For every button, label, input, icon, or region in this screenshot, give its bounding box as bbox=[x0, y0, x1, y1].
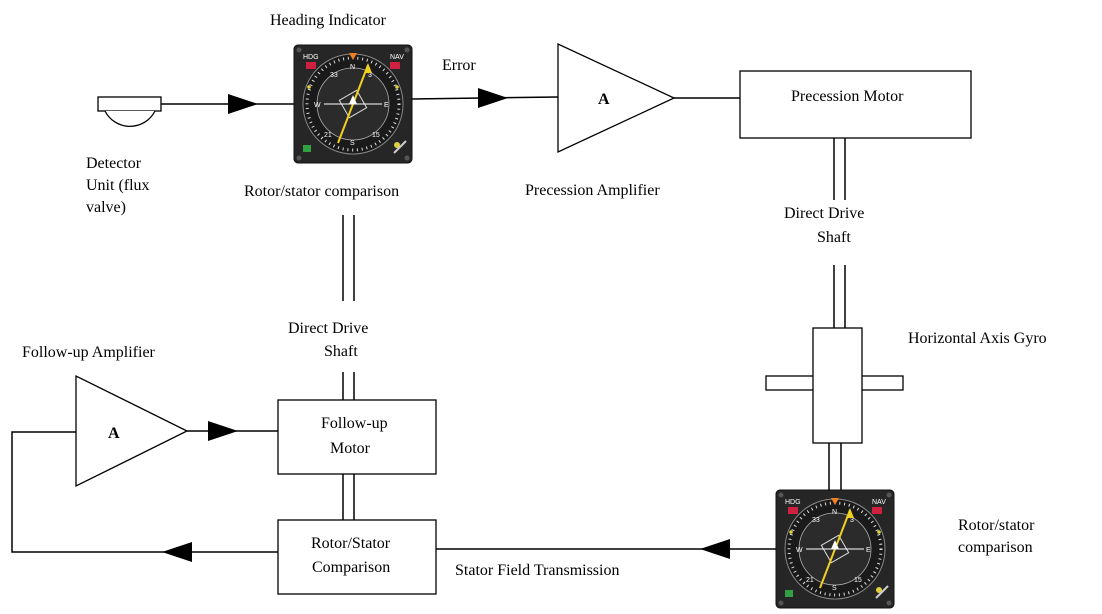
drive-shaft-mid-upper bbox=[342, 215, 355, 301]
connector-detector-to-heading bbox=[161, 94, 294, 114]
label-followup-amplifier: Follow-up Amplifier bbox=[22, 344, 156, 361]
drive-shaft-right-upper bbox=[833, 138, 846, 200]
label-drive-shaft-mid-1: Direct Drive bbox=[288, 320, 368, 337]
label-rotor-stator-box-1: Rotor/Stator bbox=[311, 535, 391, 552]
label-detector-2: Unit (flux bbox=[86, 177, 150, 194]
label-drive-shaft-right-2: Shaft bbox=[817, 229, 851, 246]
label-detector-3: valve) bbox=[86, 199, 126, 216]
label-followup-motor-1: Follow-up bbox=[321, 415, 388, 432]
drive-shaft-motor-to-comparison bbox=[342, 474, 355, 520]
label-stator-field-transmission: Stator Field Transmission bbox=[455, 562, 619, 579]
precession-motor-box bbox=[739, 70, 972, 139]
label-drive-shaft-right-1: Direct Drive bbox=[784, 205, 864, 222]
followup-motor-box bbox=[277, 399, 437, 475]
connector-amp-to-followup-motor bbox=[187, 421, 278, 441]
label-rotor-stator-right-1: Rotor/stator bbox=[958, 517, 1035, 534]
label-precession-amplifier: Precession Amplifier bbox=[525, 182, 660, 199]
label-drive-shaft-mid-2: Shaft bbox=[324, 343, 358, 360]
label-followup-motor-2: Motor bbox=[330, 440, 371, 457]
followup-amplifier bbox=[75, 374, 189, 488]
drive-shaft-gyro-to-instrument bbox=[828, 443, 842, 492]
label-error: Error bbox=[442, 57, 476, 74]
label-heading-indicator: Heading Indicator bbox=[270, 12, 387, 29]
rotor-stator-instrument bbox=[774, 488, 896, 610]
followup-amp-symbol: A bbox=[108, 425, 120, 442]
drive-shaft-right-lower bbox=[833, 265, 846, 328]
connector-stator-field bbox=[436, 539, 776, 559]
label-rotor-stator-right-2: comparison bbox=[958, 539, 1033, 556]
heading-indicator-instrument bbox=[292, 43, 414, 165]
connector-error bbox=[411, 88, 559, 108]
label-rotor-stator-box-2: Comparison bbox=[312, 559, 390, 576]
label-rotor-stator-top: Rotor/stator comparison bbox=[244, 183, 399, 200]
precession-amplifier bbox=[557, 42, 676, 154]
rotor-stator-comparison-box bbox=[277, 519, 437, 595]
connector-feedback-loop bbox=[11, 431, 278, 562]
horizontal-axis-gyro bbox=[765, 327, 904, 444]
label-horizontal-axis-gyro: Horizontal Axis Gyro bbox=[908, 330, 1047, 347]
label-precession-motor: Precession Motor bbox=[791, 88, 904, 105]
drive-shaft-mid-lower bbox=[342, 372, 355, 400]
precession-amp-symbol: A bbox=[598, 91, 610, 108]
detector-unit-icon bbox=[97, 96, 162, 127]
label-detector-1: Detector bbox=[86, 155, 142, 172]
